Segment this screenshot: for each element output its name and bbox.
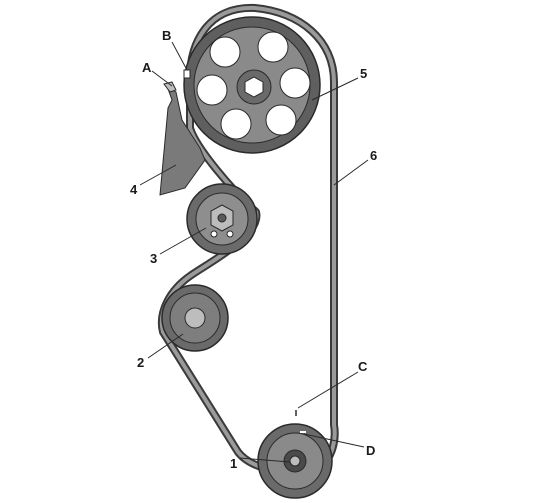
label-2: 2	[137, 355, 144, 370]
pulley-hole	[209, 36, 241, 68]
pulley-hole	[279, 67, 311, 99]
label-1: 1	[230, 456, 237, 471]
label-d: D	[366, 443, 375, 458]
crankshaft-pulley	[257, 423, 333, 499]
label-3: 3	[150, 251, 157, 266]
tensioner-pulley	[186, 183, 258, 255]
center-bolt	[244, 76, 264, 98]
camshaft-pulley	[183, 16, 321, 154]
label-4: 4	[130, 182, 138, 197]
label-b: B	[162, 28, 171, 43]
label-5: 5	[360, 66, 367, 81]
label-a: A	[142, 60, 152, 75]
leader-lines	[139, 41, 369, 463]
pulley-hole	[257, 31, 289, 63]
label-c: C	[358, 359, 368, 374]
pulley-hole	[196, 74, 228, 106]
pulley-hole	[265, 104, 297, 136]
idler-pulley	[161, 284, 229, 352]
label-6: 6	[370, 148, 377, 163]
pulley-hole	[220, 108, 252, 140]
